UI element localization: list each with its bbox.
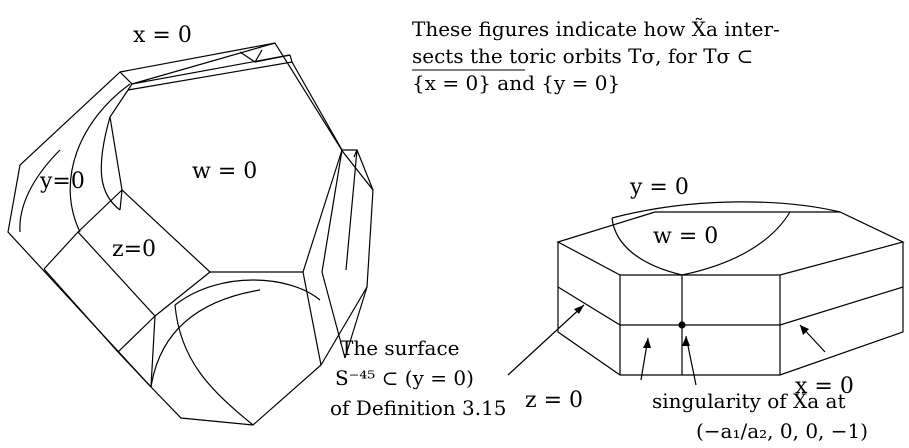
left-label-y0: y=0	[39, 169, 85, 194]
caption-line3: {x = 0} and {y = 0}	[412, 71, 620, 95]
arrows	[507, 304, 826, 386]
arrow-x0-head	[800, 325, 809, 335]
left-z-face	[43, 189, 211, 353]
left-top-band-inner	[127, 54, 293, 91]
surface-note-line3: of Definition 3.15	[330, 396, 507, 420]
caption: These figures indicate how X̃a inter- se…	[412, 17, 780, 95]
left-label-w0: w = 0	[192, 159, 257, 184]
left-curve-bottom	[150, 279, 321, 426]
right-label-y0: y = 0	[629, 175, 689, 200]
surface-note: The surface S⁻⁴⁵ ⊂ (y = 0) of Definition…	[330, 336, 507, 420]
left-right-strips	[302, 149, 374, 366]
caption-line2: sects the toric orbits Tσ, for Tσ ⊂	[412, 44, 753, 68]
left-label-z0: z=0	[112, 237, 156, 262]
right-label-x0: x = 0	[795, 374, 854, 399]
left-front-face	[109, 61, 343, 273]
right-sides	[557, 242, 904, 376]
right-middle-band	[557, 286, 904, 326]
singularity-point	[678, 321, 686, 329]
right-label-w0: w = 0	[653, 224, 718, 249]
right-polytope: y = 0	[556, 175, 905, 376]
arrow-surface	[507, 304, 585, 376]
right-curve-w0	[611, 201, 841, 276]
right-label-z0: z = 0	[525, 388, 583, 413]
surface-note-line1: The surface	[340, 336, 459, 360]
singularity-note-line1: singularity of Xa at	[652, 389, 845, 413]
arrow-z0-head	[643, 338, 651, 348]
left-label-x0: x = 0	[133, 23, 192, 48]
singularity-note-line2: (−a₁/a₂, 0, 0, −1)	[696, 419, 868, 443]
left-bottom-lines	[117, 315, 156, 388]
caption-line1: These figures indicate how X̃a inter-	[412, 17, 780, 41]
surface-note-line2: S⁻⁴⁵ ⊂ (y = 0)	[335, 366, 474, 390]
arrow-singularity-head	[682, 336, 690, 346]
right-top-face	[556, 211, 905, 276]
left-curve-y0	[19, 83, 131, 233]
singularity-note: singularity of Xa at (−a₁/a₂, 0, 0, −1)	[652, 389, 868, 443]
left-outline	[7, 42, 374, 426]
left-polytope: x = 0	[7, 23, 374, 426]
left-top-band	[119, 42, 291, 85]
arrow-surface-head	[574, 305, 584, 314]
